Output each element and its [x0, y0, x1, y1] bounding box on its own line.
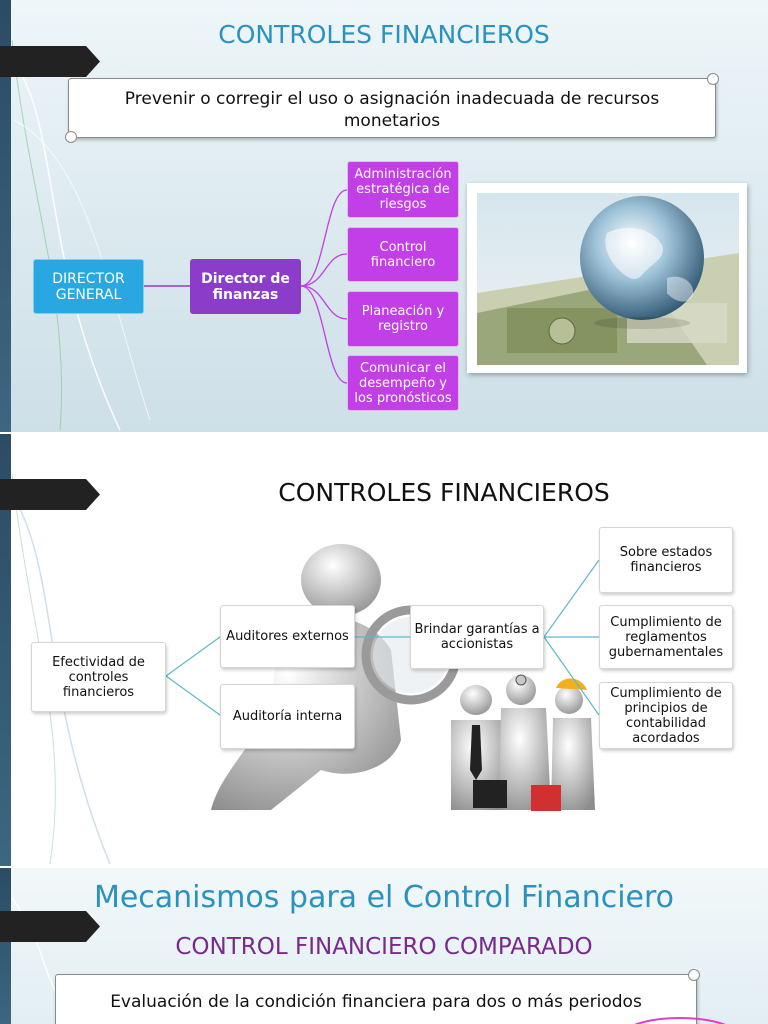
director-finanzas-label: Director de finanzas — [201, 270, 290, 303]
slide-1: CONTROLES FINANCIEROS Prevenir o corregi… — [0, 0, 768, 432]
scroll-curl — [707, 73, 719, 85]
globe-money-image — [477, 193, 739, 365]
director-general-label: DIRECTOR GENERAL — [52, 270, 125, 303]
director-finanzas-box: Director de finanzas — [190, 259, 301, 314]
root-label: Efectividad de controles financieros — [52, 654, 145, 700]
function-box: Control financiero — [347, 227, 459, 282]
slide-arrow-tab — [0, 911, 100, 942]
slide-1-title: CONTROLES FINANCIEROS — [218, 20, 550, 49]
slide-2-title: CONTROLES FINANCIEROS — [278, 478, 610, 507]
outcome-box: Cumplimiento de principios de contabilid… — [599, 682, 733, 749]
function-label: Administración estratégica de riesgos — [354, 167, 452, 212]
function-box: Planeación y registro — [347, 291, 459, 347]
director-general-box: DIRECTOR GENERAL — [33, 259, 144, 314]
slide-3-subtitle: CONTROL FINANCIERO COMPARADO — [175, 934, 593, 960]
comparison-banner: Evaluación de la condición financiera pa… — [55, 969, 700, 1024]
root-box: Efectividad de controles financieros — [31, 642, 166, 712]
slide-arrow-tab — [0, 46, 100, 77]
function-box: Administración estratégica de riesgos — [347, 161, 459, 218]
slide-edge-strip — [0, 434, 11, 866]
slide-2: CONTROLES FINANCIEROS — [0, 434, 768, 866]
objective-banner: Prevenir o corregir el uso o asignación … — [65, 73, 719, 143]
guarantee-label: Brindar garantías a accionistas — [414, 622, 540, 652]
outcome-label: Cumplimiento de principios de contabilid… — [610, 685, 722, 746]
slide-edge-strip — [0, 0, 11, 432]
objective-text: Prevenir o corregir el uso o asignación … — [124, 89, 660, 131]
outcome-box: Sobre estados financieros — [599, 527, 733, 593]
slide-3: Mecanismos para el Control Financiero CO… — [0, 868, 768, 1024]
comparison-text: Evaluación de la condición financiera pa… — [110, 992, 642, 1012]
globe-money-photo — [467, 183, 747, 373]
outcome-label: Sobre estados financieros — [619, 545, 713, 575]
slide-arrow-tab — [0, 479, 100, 510]
auditor-box: Auditores externos — [220, 605, 355, 668]
slide-3-title: Mecanismos para el Control Financiero — [93, 880, 675, 915]
outcome-box: Cumplimiento de reglamentos gubernamenta… — [599, 605, 733, 669]
auditor-label: Auditores externos — [226, 629, 349, 644]
guarantee-box: Brindar garantías a accionistas — [410, 605, 544, 669]
function-label: Comunicar el desempeño y los pronósticos — [354, 360, 452, 406]
auditor-box: Auditoría interna — [220, 684, 355, 749]
org-connectors — [144, 189, 348, 384]
audit-connectors — [165, 559, 600, 716]
slide-edge-strip — [0, 868, 11, 1024]
function-label: Planeación y registro — [361, 304, 445, 334]
scroll-curl — [65, 131, 77, 143]
pink-ellipse-accent — [634, 1017, 726, 1024]
auditor-label: Auditoría interna — [232, 709, 343, 724]
scroll-curl — [688, 969, 700, 981]
outcome-label: Cumplimiento de reglamentos gubernamenta… — [608, 614, 724, 660]
function-box: Comunicar el desempeño y los pronósticos — [347, 355, 459, 411]
function-label: Control financiero — [370, 239, 436, 270]
